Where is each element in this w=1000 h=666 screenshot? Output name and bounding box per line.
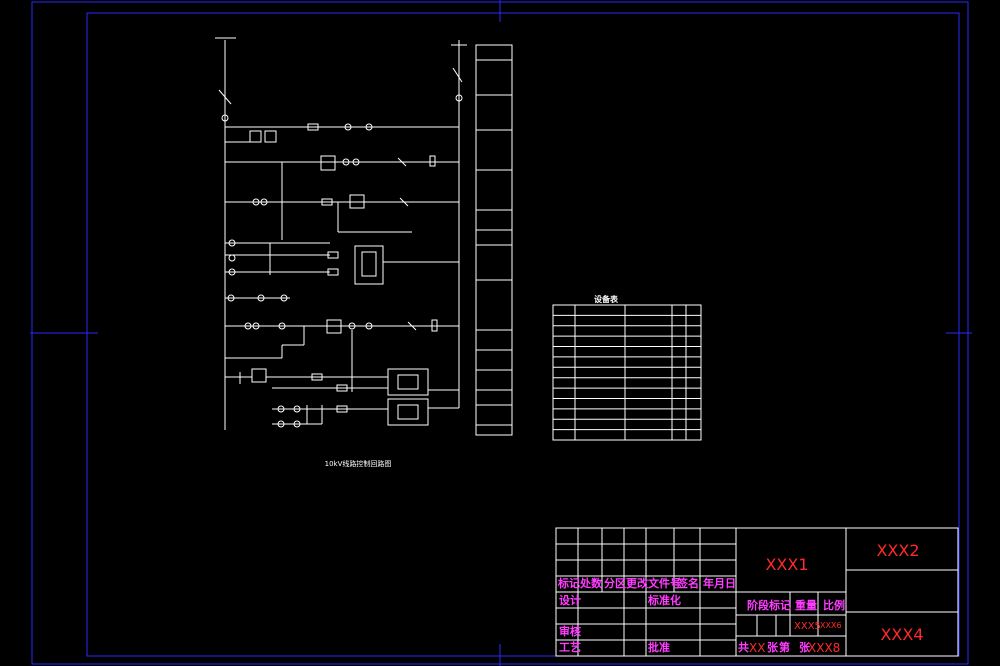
tb-label-date: 年月日 (703, 576, 736, 590)
tb-label-stage-mark: 阶段标记 (747, 598, 791, 612)
tb-label-weight: 重量 (795, 598, 817, 612)
tb-value-weight: XXX5 (794, 621, 821, 632)
tb-value-drawing-name: XXX1 (765, 555, 808, 574)
tb-label-sheets-prefix: 共 (738, 640, 749, 654)
circuit-description-column (475, 44, 513, 436)
tb-value-drawing-number: XXX4 (880, 625, 923, 644)
tb-label-approve: 批准 (648, 640, 670, 654)
tb-label-sheets-no: 第 (779, 640, 790, 654)
tb-label-process: 工艺 (559, 640, 581, 654)
tb-label-change-doc: 更改文件号 (626, 576, 681, 590)
tb-label-scale: 比例 (823, 598, 845, 612)
tb-label-review: 审核 (559, 624, 581, 638)
tb-label-standardize: 标准化 (647, 593, 681, 607)
title-block: 标记 处数 分区 更改文件号 签名 年月日 设计 标准化 审核 工艺 批准 阶段… (555, 527, 959, 657)
equipment-table: 设备表 (552, 294, 702, 441)
tb-label-signature: 签名 (676, 576, 699, 590)
rung-8 (225, 344, 388, 384)
tb-value-scale: XXX6 (820, 621, 842, 630)
rung-3 (225, 194, 459, 233)
tb-label-count: 处数 (579, 576, 603, 590)
rung-6 (225, 294, 290, 302)
sheet-frame (30, 0, 972, 666)
rung-4-5 (225, 239, 459, 285)
rung-7 (225, 319, 459, 392)
rung-1 (225, 123, 459, 143)
diagram-caption: 10kV线路控制回路图 (325, 459, 392, 468)
control-circuit-schematic (215, 37, 467, 430)
tb-label-sheets-mid: 张 (767, 640, 779, 654)
rung-2 (225, 155, 459, 240)
tb-label-mark: 标记 (557, 576, 580, 590)
equipment-table-title: 设备表 (594, 294, 619, 304)
tb-value-sheet-no: XXX8 (808, 641, 840, 655)
tb-label-design: 设计 (559, 593, 581, 607)
tb-value-sheets-count: XX (749, 641, 765, 655)
tb-value-company: XXX2 (876, 541, 919, 560)
rung-9-10 (272, 368, 459, 428)
tb-label-zone: 分区 (604, 576, 626, 590)
tb-label-sheets-suffix: 张 (799, 640, 811, 654)
